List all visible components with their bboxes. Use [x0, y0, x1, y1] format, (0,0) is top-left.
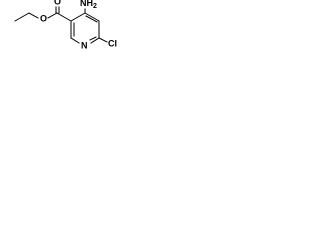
chlorine-label: Cl	[108, 38, 117, 48]
amine-label: NH2	[80, 0, 97, 10]
bond-c6-chlorine	[98, 37, 108, 43]
ring-bond-n-c2	[70, 37, 80, 44]
ring-bond-c4-c5-double	[85, 15, 98, 23]
bond-c3-carbonyl	[56, 12, 72, 22]
bond-ester-o-ch2	[28, 12, 39, 19]
ring-bond-c6-n	[90, 37, 100, 44]
ring-bond-c3-c4	[70, 12, 86, 22]
bond-carbonyl-ester-o	[47, 12, 58, 19]
ring-bond-c6-n-double	[89, 36, 97, 41]
bond-ch2-ch3	[14, 12, 30, 22]
ring-nitrogen-label: N	[81, 40, 88, 50]
carbonyl-oxygen-label: O	[54, 0, 61, 6]
ester-oxygen-label: O	[40, 13, 47, 23]
molecule-drawing: NH2 N Cl O O	[14, 0, 117, 50]
ring-bond-c4-c5	[84, 12, 100, 22]
structure-canvas: NH2 N Cl O O	[0, 0, 130, 74]
